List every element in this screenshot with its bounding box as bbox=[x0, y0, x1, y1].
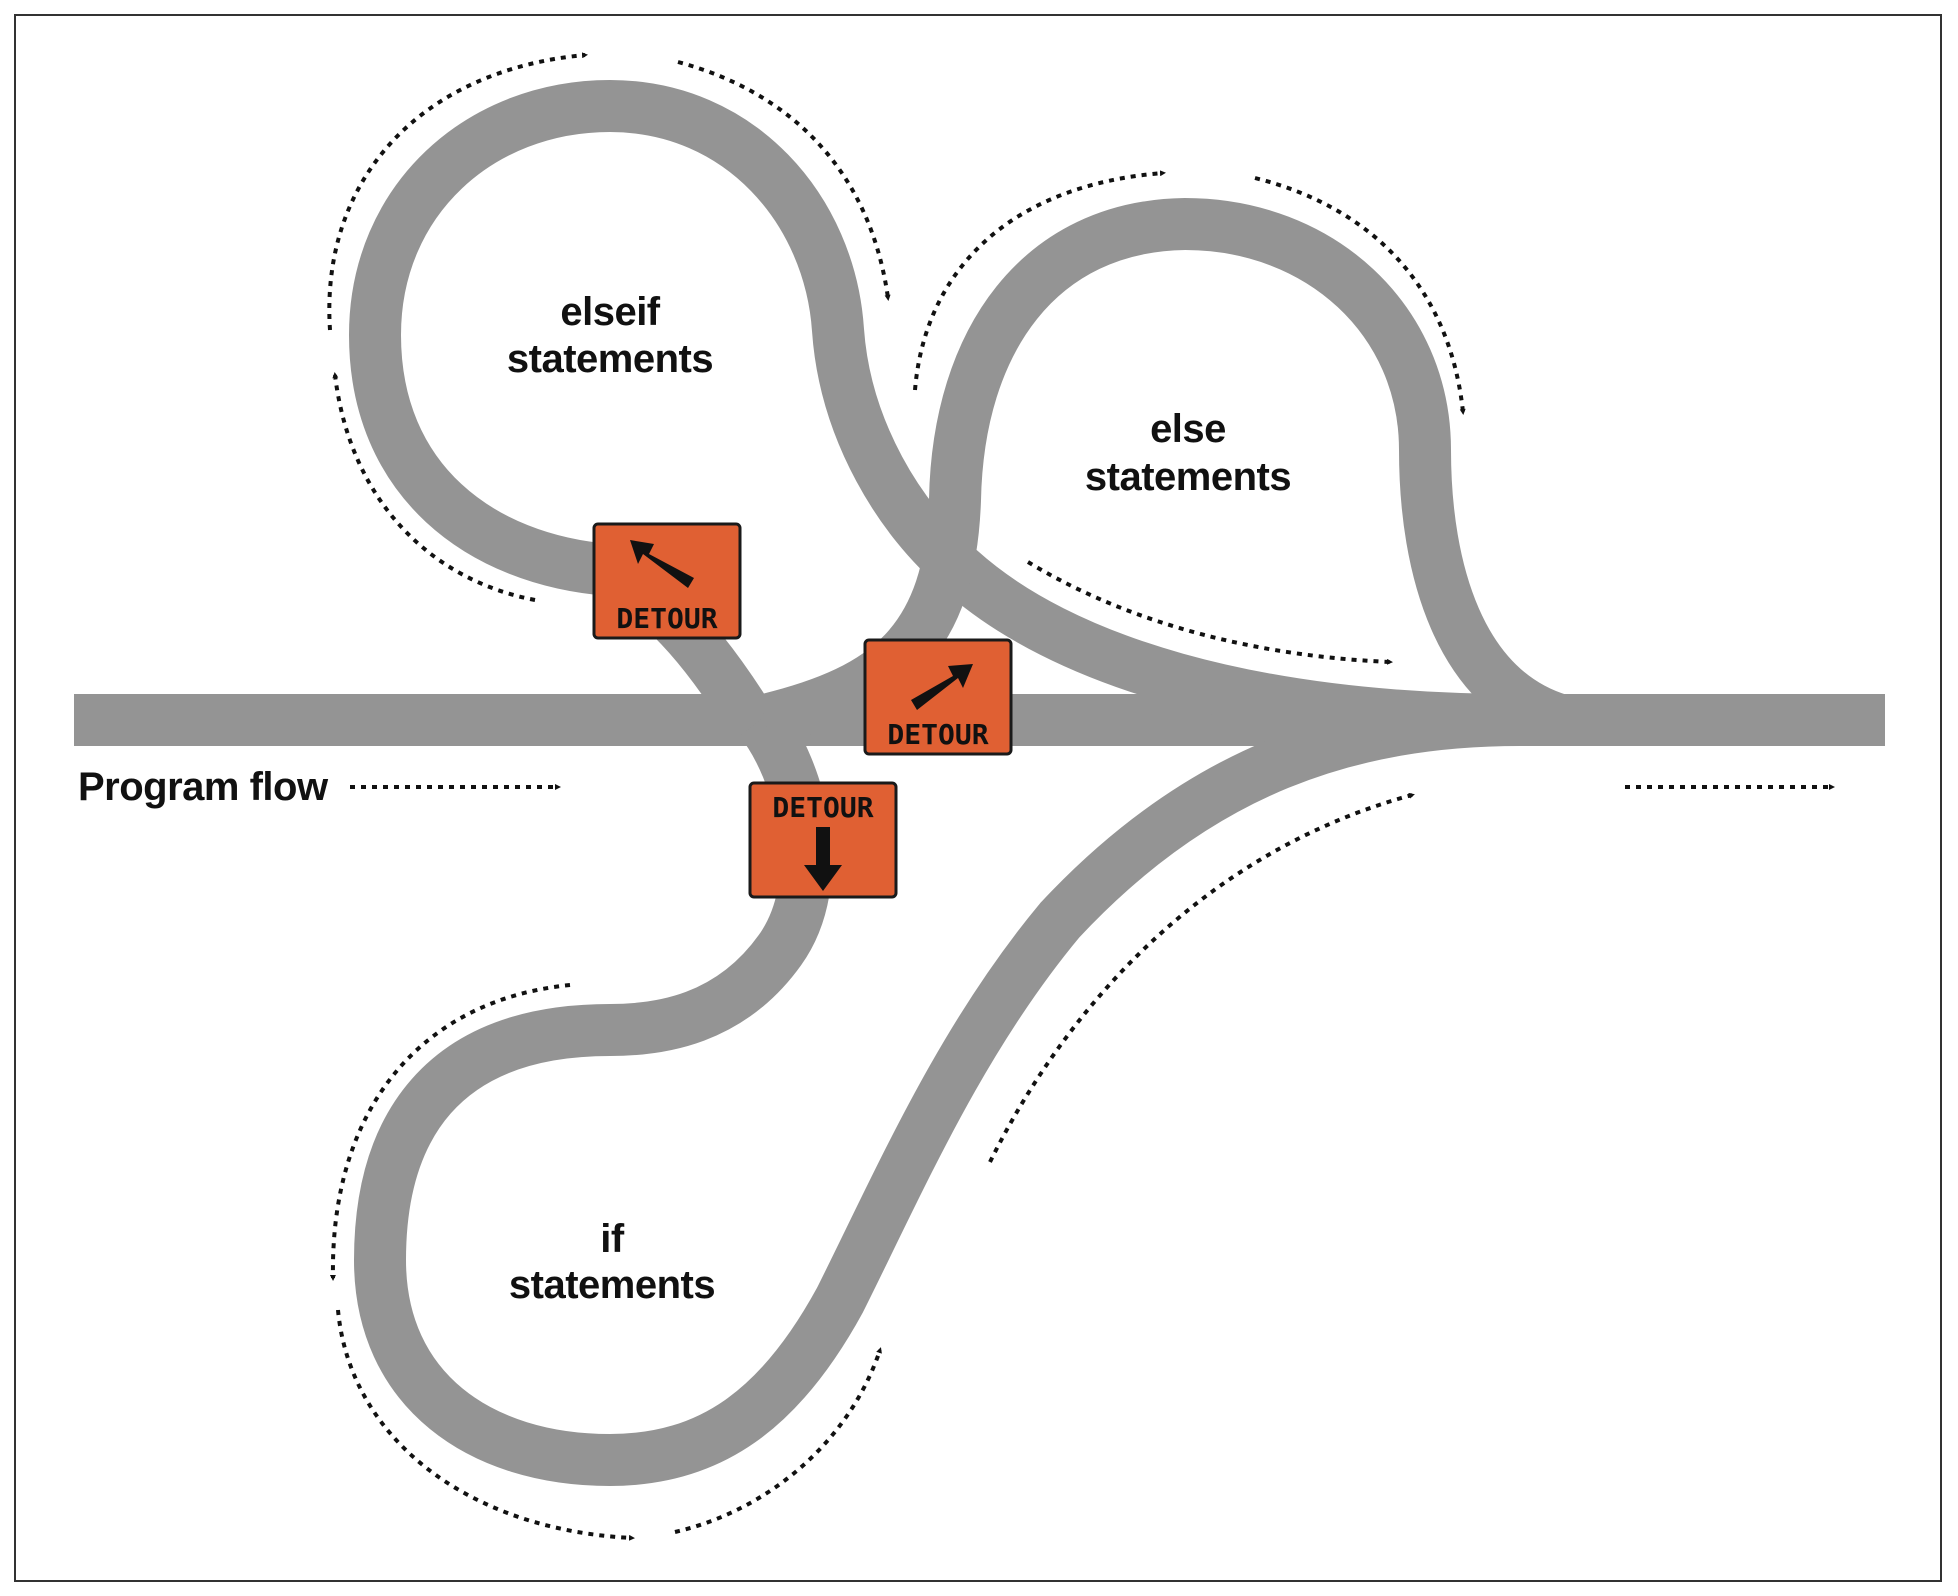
elseif-road bbox=[348, 79, 1521, 746]
flow-arrow-if-1 bbox=[329, 983, 571, 1281]
flow-arrow-else-1 bbox=[913, 170, 1166, 391]
labels: Program flow elseif statements else stat… bbox=[78, 290, 1292, 1307]
else-label-line1: else bbox=[1150, 407, 1226, 451]
flow-arrows bbox=[327, 52, 1835, 1541]
else-road bbox=[758, 197, 1569, 746]
arrow-up-right-icon bbox=[911, 664, 973, 710]
detour-sign-text: DETOUR bbox=[772, 791, 873, 824]
detour-sign-text: DETOUR bbox=[887, 718, 988, 751]
flow-arrow-elseif-2 bbox=[327, 52, 588, 331]
detour-sign-elseif: DETOUR bbox=[592, 522, 742, 640]
else-label-line2: statements bbox=[1085, 455, 1291, 499]
elseif-label-line2: statements bbox=[507, 337, 713, 381]
if-label-line2: statements bbox=[509, 1263, 715, 1307]
flow-arrow-else-3 bbox=[1026, 560, 1393, 665]
flow-arrow-elseif-1 bbox=[332, 372, 536, 602]
if-road bbox=[353, 694, 1521, 1487]
detour-sign-else: DETOUR bbox=[863, 638, 1013, 756]
flow-arrow-elseif-3 bbox=[677, 60, 891, 301]
detour-sign-if: DETOUR bbox=[748, 781, 898, 899]
arrow-down-icon bbox=[804, 827, 842, 891]
program-flow-label: Program flow bbox=[78, 765, 329, 809]
flow-arrow-if-4 bbox=[988, 792, 1415, 1163]
flow-arrow-if-3 bbox=[674, 1347, 882, 1534]
diagram-frame bbox=[14, 14, 1942, 1582]
detour-sign-text: DETOUR bbox=[616, 602, 717, 635]
roads bbox=[74, 79, 1885, 1487]
arrow-up-left-icon bbox=[630, 540, 694, 588]
flow-arrow-else-2 bbox=[1254, 176, 1466, 415]
elseif-label-line1: elseif bbox=[560, 290, 660, 334]
if-label-line1: if bbox=[600, 1217, 625, 1261]
flow-arrow-if-2 bbox=[336, 1309, 635, 1541]
